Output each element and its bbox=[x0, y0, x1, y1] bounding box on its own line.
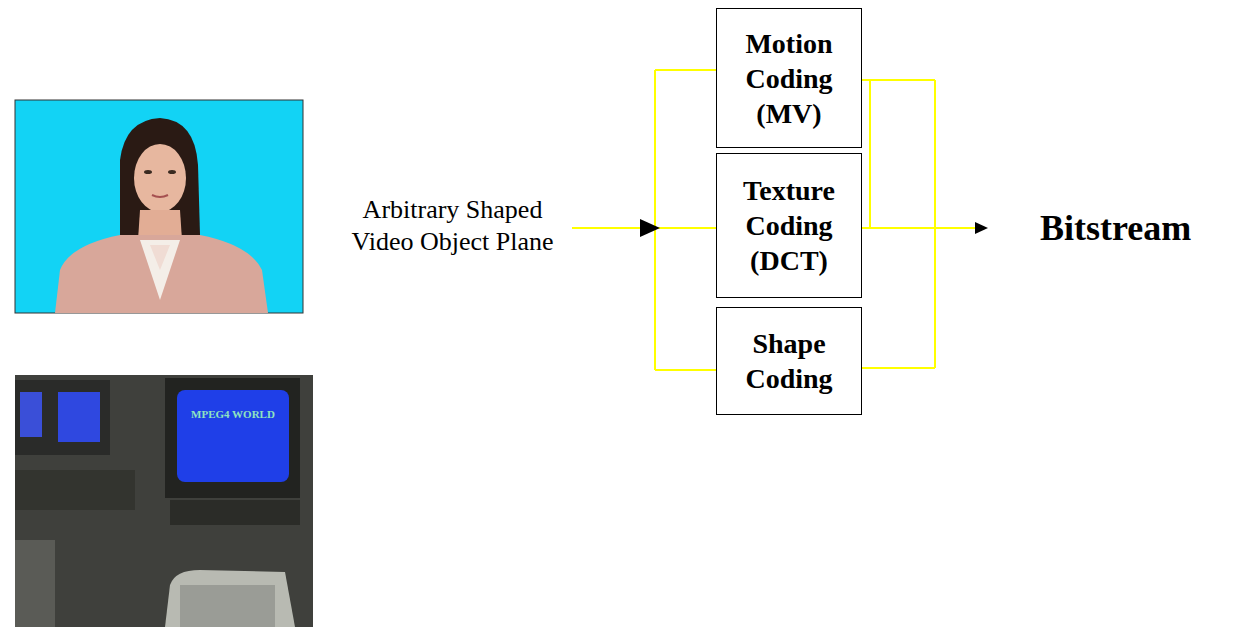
arrow-head bbox=[975, 222, 988, 234]
process-box: Shape Coding bbox=[716, 307, 862, 415]
output-label: Bitstream bbox=[1040, 206, 1228, 250]
screen-text: MPEG4 WORLD bbox=[190, 408, 276, 421]
box-label: Motion Coding (MV) bbox=[725, 26, 853, 131]
box-label: Texture Coding (DCT) bbox=[725, 173, 853, 278]
process-box: Texture Coding (DCT) bbox=[716, 153, 862, 298]
studio-photo bbox=[15, 375, 313, 627]
input-label: Arbitrary Shaped Video Object Plane bbox=[335, 194, 570, 258]
process-box: Motion Coding (MV) bbox=[716, 8, 862, 148]
box-label: Shape Coding bbox=[725, 326, 853, 396]
arrow-head bbox=[640, 219, 660, 237]
presenter-photo bbox=[15, 100, 303, 313]
